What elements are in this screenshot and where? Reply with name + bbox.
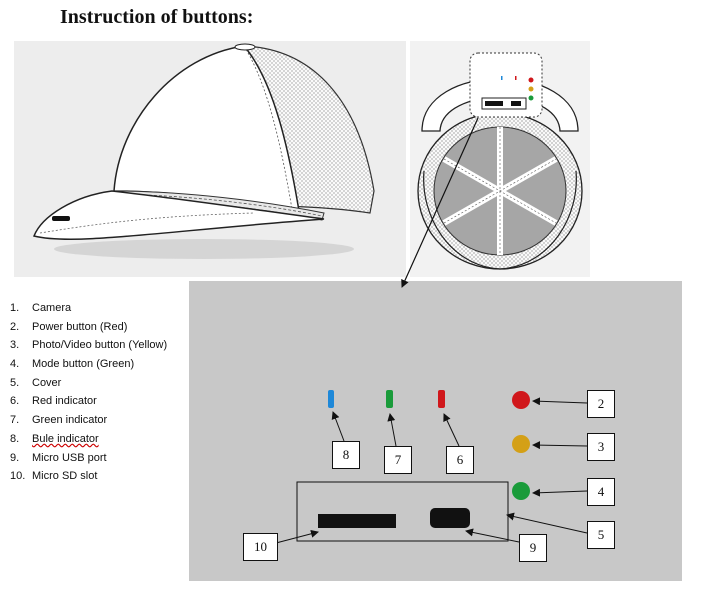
leader-6	[443, 413, 460, 447]
legend-item: 4.Mode button (Green)	[10, 358, 135, 371]
micro-usb-port	[430, 508, 470, 528]
photo-video-button	[512, 435, 530, 453]
legend-item: 2.Power button (Red)	[10, 320, 128, 333]
callout-10: 10	[243, 533, 278, 561]
blue-indicator	[328, 390, 334, 408]
callout-9: 9	[519, 534, 547, 562]
leader-4	[532, 488, 588, 497]
callout-2: 2	[587, 390, 615, 418]
leader-7	[387, 413, 397, 447]
callout-8: 8	[332, 441, 360, 469]
callout-6: 6	[446, 446, 474, 474]
cap-underside-photo	[410, 41, 590, 277]
cap-side-photo	[14, 41, 406, 277]
legend-item: 3.Photo/Video button (Yellow)	[10, 339, 168, 352]
legend-item: 6.Red indicator	[10, 395, 97, 408]
leader-10	[275, 529, 319, 544]
green-indicator	[386, 390, 393, 408]
micro-sd-slot	[318, 514, 396, 528]
cover-outline	[296, 481, 509, 542]
leader-9	[465, 528, 520, 543]
leader-5	[506, 512, 588, 534]
callout-5: 5	[587, 521, 615, 549]
leader-8	[331, 411, 345, 442]
camera-lens-icon	[52, 216, 70, 221]
legend-item: 5.Cover	[10, 376, 62, 389]
red-indicator	[438, 390, 445, 408]
cap-side-drawing	[32, 43, 375, 259]
zoom-pointer-arrow	[401, 117, 479, 288]
legend-item: 1.Camera	[10, 302, 72, 314]
leader-2	[532, 397, 588, 406]
callout-3: 3	[587, 433, 615, 461]
mode-button	[512, 482, 530, 500]
legend-item: 10.Micro SD slot	[10, 470, 98, 483]
cap-underside-drawing	[417, 52, 583, 270]
callout-7: 7	[384, 446, 412, 474]
power-button	[512, 391, 530, 409]
page-title: Instruction of buttons:	[60, 6, 254, 28]
leader-3	[532, 441, 588, 450]
callout-4: 4	[587, 478, 615, 506]
legend-item: 9.Micro USB port	[10, 451, 107, 464]
legend-item: 7.Green indicator	[10, 414, 108, 427]
legend-item: 8.Bule indicator	[10, 432, 99, 445]
button-legend: 1.Camera 2.Power button (Red) 3.Photo/Vi…	[10, 299, 167, 486]
